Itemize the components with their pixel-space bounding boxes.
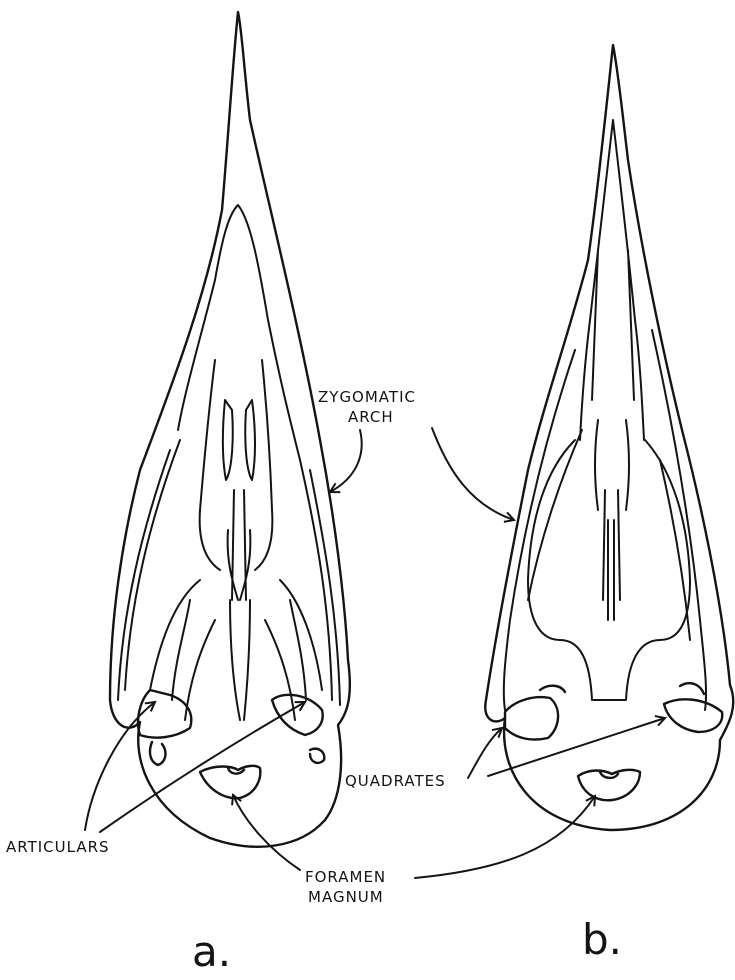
skull-b-quadrate-right [664,683,722,732]
skull-a-zygomatic-right [300,460,340,705]
skull-a-beak-inner [178,205,300,460]
label-foramen-line1: FORAMEN [305,868,386,886]
skull-b-zygomatic-right [652,330,706,710]
skull-a-articular-left [138,690,191,765]
label-foramen-line2: MAGNUM [308,888,384,906]
label-articulars: ARTICULARS [6,838,110,856]
skull-b-palatine [528,420,690,700]
arrow-foramen-a [233,795,300,870]
skull-a [110,12,350,847]
skull-b-foramen-magnum [578,770,640,800]
panel-letter-a: a. [192,927,231,976]
arrow-zygomatic-a [330,430,362,492]
skull-a-foramen-magnum [200,766,260,798]
leader-lines [85,428,665,878]
skull-b [485,45,733,830]
arrow-quadrates-left [468,728,502,778]
skull-a-zygomatic-left [118,440,180,700]
label-quadrates: QUADRATES [345,772,446,790]
skull-a-outline [110,12,350,847]
arrow-zygomatic-b [432,428,514,520]
panel-letter-b: b. [582,915,622,964]
label-zygomatic-line2: ARCH [348,408,394,426]
skull-b-outline [485,45,733,830]
arrow-quadrates-right [488,718,665,776]
arrow-articulars-right [100,702,305,832]
skull-a-palatine [200,360,273,600]
skull-b-beak-inner [580,120,644,440]
arrow-foramen-b [415,796,595,878]
label-zygomatic-line1: ZYGOMATIC [318,388,416,406]
skull-b-quadrate-left [505,686,565,740]
skull-a-pterygoid [150,580,322,720]
arrow-articulars-left [85,702,155,830]
